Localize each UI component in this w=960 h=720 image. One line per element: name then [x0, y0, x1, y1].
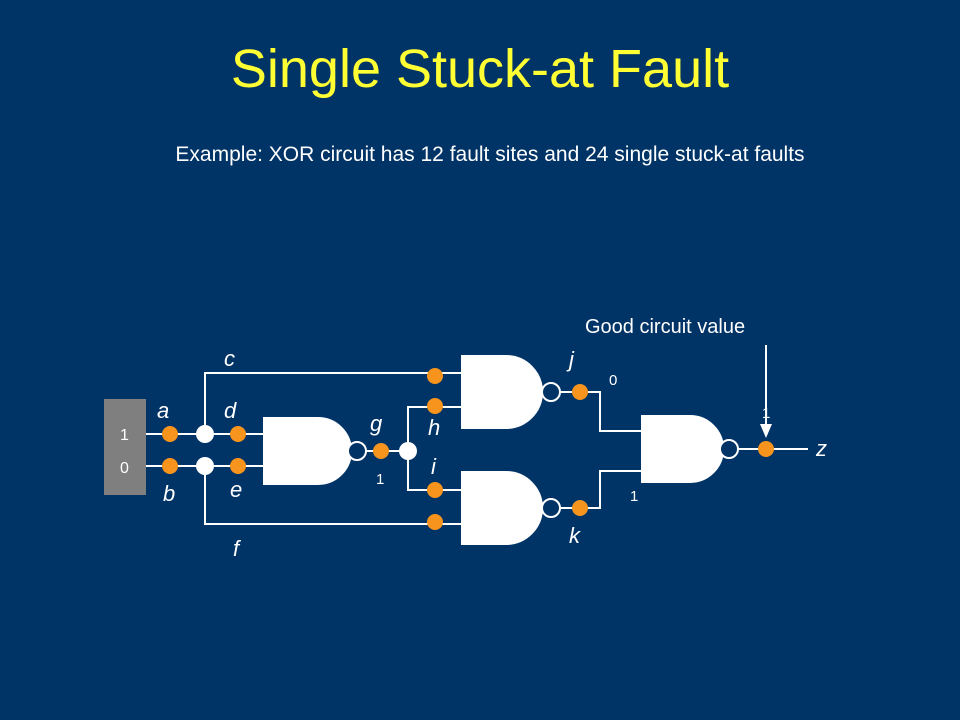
- fault-site-i: [427, 482, 443, 498]
- signal-label-j: j: [566, 347, 575, 372]
- fault-site-j: [572, 384, 588, 400]
- value-k: 1: [630, 488, 638, 505]
- signal-label-e: e: [230, 477, 242, 502]
- signal-label-f: f: [233, 536, 242, 561]
- signal-label-b: b: [163, 481, 175, 506]
- signal-label-k: k: [569, 523, 581, 548]
- value-z: 1: [762, 405, 770, 422]
- fault-site-f: [427, 514, 443, 530]
- slide-subtitle: Example: XOR circuit has 12 fault sites …: [175, 143, 805, 166]
- value-j: 0: [609, 372, 617, 389]
- fault-site-b: [162, 458, 178, 474]
- slide-title: Single Stuck-at Fault: [230, 39, 730, 99]
- good-circuit-value-label: Good circuit value: [585, 316, 745, 338]
- value-g: 1: [376, 471, 384, 488]
- fault-site-g: [373, 443, 389, 459]
- fanout-point-a: [196, 425, 214, 443]
- signal-label-g: g: [370, 411, 383, 436]
- fault-site-a: [162, 426, 178, 442]
- nand-gate-k: [461, 471, 561, 545]
- signal-label-i: i: [431, 454, 437, 479]
- signal-label-c: c: [224, 346, 235, 371]
- fault-site-z: [758, 441, 774, 457]
- fanout-point-g: [399, 442, 417, 460]
- input-a-value: 1: [120, 427, 129, 444]
- fault-site-h: [427, 398, 443, 414]
- signal-label-d: d: [224, 398, 237, 423]
- input-b-value: 0: [120, 460, 129, 477]
- fault-site-c: [427, 368, 443, 384]
- signal-label-a: a: [157, 398, 169, 423]
- fault-site-e: [230, 458, 246, 474]
- fault-site-k: [572, 500, 588, 516]
- nand-gate-g: [263, 417, 367, 485]
- input-box: [104, 399, 146, 495]
- fault-site-d: [230, 426, 246, 442]
- signal-label-h: h: [428, 415, 440, 440]
- fanout-point-b: [196, 457, 214, 475]
- signal-label-z: z: [815, 436, 827, 461]
- nand-gate-j: [461, 355, 561, 429]
- arrow-head: [760, 424, 772, 438]
- nand-gate-z: [641, 415, 739, 483]
